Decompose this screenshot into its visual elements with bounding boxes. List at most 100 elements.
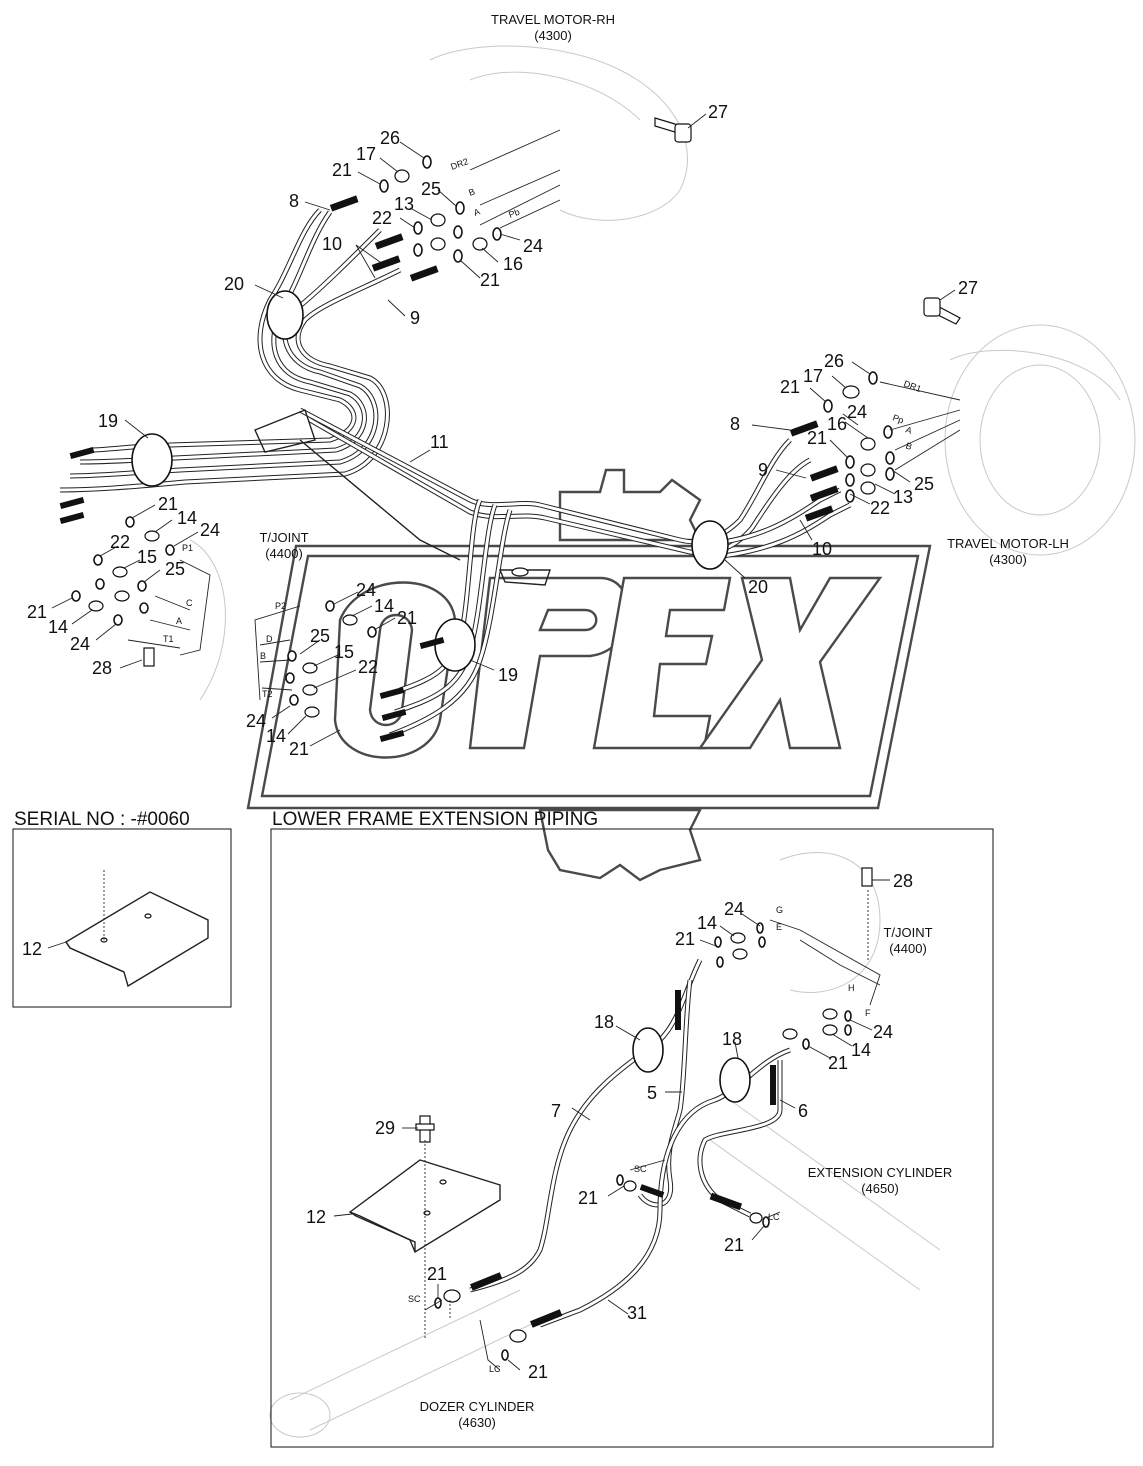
- part-number: 20: [748, 577, 768, 597]
- extension-cylinder-ref: (4650): [861, 1181, 899, 1196]
- part-number: 27: [958, 278, 978, 298]
- part-number: 24: [70, 634, 90, 654]
- travel-motor-lh-ref: (4300): [989, 552, 1027, 567]
- t-joint-2-title: T/JOINT: [883, 925, 932, 940]
- part-number: 21: [675, 929, 695, 949]
- part-number: 21: [480, 270, 500, 290]
- part-number: 16: [827, 414, 847, 434]
- lower-piping: [348, 922, 852, 1361]
- travel-motor-rh-title: TRAVEL MOTOR-RH: [491, 12, 615, 27]
- port-label: P2: [275, 601, 286, 611]
- travel-motor-lh-title: TRAVEL MOTOR-LH: [947, 536, 1069, 551]
- t-joint-ref: (4400): [265, 546, 303, 561]
- part-number: 24: [356, 580, 376, 600]
- part-number: 9: [758, 460, 768, 480]
- dozer-cylinder-title: DOZER CYLINDER: [420, 1399, 535, 1414]
- leader-lines: [47, 113, 961, 1371]
- part-number: 16: [503, 254, 523, 274]
- part-numbers-lh: 27 26 17 21 24 8 16 21 25 13 9 22 10 20 …: [430, 278, 978, 597]
- part-number: 14: [697, 913, 717, 933]
- port-label: Pb: [507, 207, 521, 220]
- part-number: 18: [594, 1012, 614, 1032]
- part-number: 9: [410, 308, 420, 328]
- part-number: 24: [200, 520, 220, 540]
- port-label: E: [776, 922, 782, 932]
- part-number: 15: [334, 642, 354, 662]
- port-label: T2: [262, 689, 273, 699]
- part-number: 15: [137, 547, 157, 567]
- part-number: 21: [289, 739, 309, 759]
- ghost-outlines: [189, 45, 1136, 1438]
- part-number: 21: [397, 608, 417, 628]
- port-label: G: [776, 905, 783, 915]
- part-number: 25: [310, 626, 330, 646]
- port-label: B: [904, 440, 913, 451]
- part-number: 12: [306, 1207, 326, 1227]
- part-number: 17: [803, 366, 823, 386]
- port-label: D: [266, 634, 273, 644]
- part-number: 29: [375, 1118, 395, 1138]
- part-numbers-lower: 28 24 14 21 18 18 24 14 21 5 7 6 29 12 2…: [306, 871, 913, 1382]
- port-label: DR2: [449, 156, 469, 172]
- part-number: 22: [358, 657, 378, 677]
- part-number: 25: [421, 179, 441, 199]
- dozer-cylinder-ref: (4630): [458, 1415, 496, 1430]
- part-numbers-tj-right: 24 14 21 25 15 22 19 24 14 21: [246, 580, 518, 759]
- part-number: 6: [798, 1101, 808, 1121]
- lower-frame-heading: LOWER FRAME EXTENSION PIPING: [272, 809, 598, 830]
- fittings-upper: [59, 117, 961, 887]
- extension-cylinder-title: EXTENSION CYLINDER: [808, 1165, 952, 1180]
- travel-motor-rh-ref: (4300): [534, 28, 572, 43]
- part-number: 21: [528, 1362, 548, 1382]
- port-label: C: [186, 598, 193, 608]
- part-numbers-rh: 27 26 17 21 8 25 13 22 24 16 21 10 9 20: [224, 102, 728, 328]
- part-number: 21: [724, 1235, 744, 1255]
- part-number: 10: [322, 234, 342, 254]
- part-number: 13: [893, 487, 913, 507]
- part-number: 20: [224, 274, 244, 294]
- part-number: 25: [914, 474, 934, 494]
- part-number: 24: [847, 402, 867, 422]
- part-number: 12: [22, 939, 42, 959]
- part-number: 22: [870, 498, 890, 518]
- part-number: 31: [627, 1303, 647, 1323]
- port-label: A: [904, 424, 913, 435]
- part-numbers-tj-left: 19 21 14 24 22 15 25 21 14 24 28: [27, 411, 220, 678]
- port-label: LC: [489, 1364, 501, 1374]
- part-number: 27: [708, 102, 728, 122]
- port-label: P1: [182, 543, 193, 553]
- part-number: 28: [92, 658, 112, 678]
- t-joint-title: T/JOINT: [259, 530, 308, 545]
- part-number: 26: [380, 128, 400, 148]
- serial-box: [12, 828, 232, 1008]
- part-number: 14: [851, 1040, 871, 1060]
- part-number: 21: [578, 1188, 598, 1208]
- part-number: 21: [332, 160, 352, 180]
- part-number: 24: [873, 1022, 893, 1042]
- main-piping: [59, 208, 852, 738]
- port-label: F: [865, 1008, 871, 1018]
- part-number: 24: [523, 236, 543, 256]
- port-label: SC: [408, 1294, 421, 1304]
- part-number: 10: [812, 539, 832, 559]
- port-label: B: [467, 186, 476, 197]
- part-number: 8: [730, 414, 740, 434]
- part-number: 8: [289, 191, 299, 211]
- port-label: A: [472, 206, 481, 217]
- port-label: SC: [634, 1164, 647, 1174]
- part-number: 22: [110, 532, 130, 552]
- part-number: 21: [780, 377, 800, 397]
- port-label: DR1: [902, 378, 922, 394]
- port-labels: DR2 B A Pb DR1 Pp A B P1 C A T1 P2 D B T…: [163, 156, 923, 1374]
- part-number: 14: [48, 617, 68, 637]
- part-number: 13: [394, 194, 414, 214]
- port-label: B: [260, 651, 266, 661]
- part-number: 7: [551, 1101, 561, 1121]
- serial-heading: SERIAL NO : -#0060: [14, 809, 190, 830]
- part-number: 21: [427, 1264, 447, 1284]
- part-number: 22: [372, 208, 392, 228]
- port-label: T1: [163, 634, 174, 644]
- part-number: 21: [828, 1053, 848, 1073]
- part-number: 5: [647, 1083, 657, 1103]
